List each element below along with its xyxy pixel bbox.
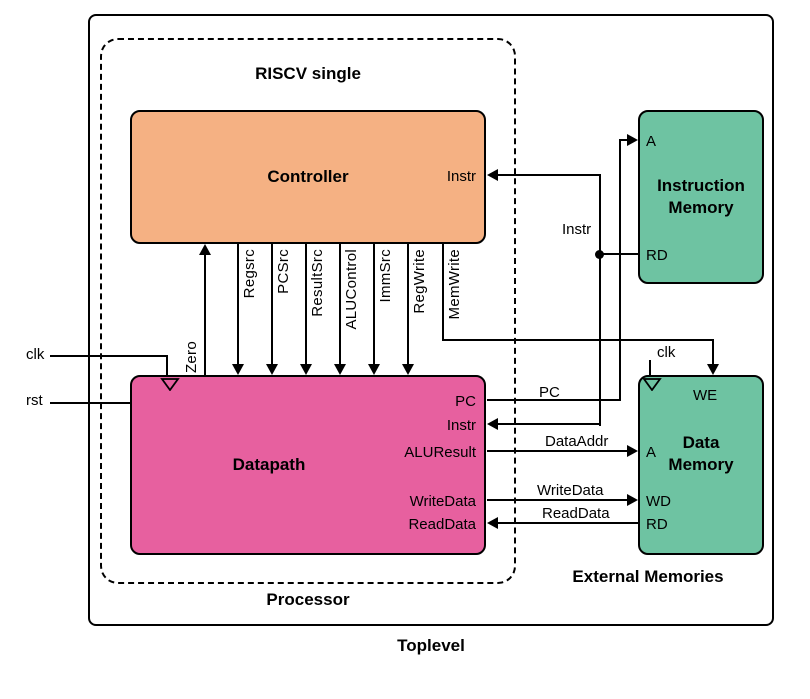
wire-immsrc — [373, 243, 375, 365]
wire-rst — [50, 402, 131, 404]
processor-boundary — [100, 38, 516, 584]
dmem-port-rd: RD — [646, 516, 668, 533]
datapath-port-readdata: ReadData — [408, 516, 476, 533]
wire-instr-v — [599, 174, 601, 426]
wire-pc-h2 — [621, 139, 629, 141]
data-memory-block: Data Memory WE A WD RD — [638, 375, 764, 555]
imem-port-a: A — [646, 133, 657, 150]
wire-clk-h — [50, 355, 167, 357]
processor-label: Processor — [266, 590, 350, 609]
toplevel-label: Toplevel — [397, 636, 465, 655]
arrowhead-regwrite — [402, 364, 414, 375]
arrowhead-writedata — [627, 494, 638, 506]
external-memories-label: External Memories — [572, 567, 724, 586]
clock-triangle-dmem-icon — [642, 378, 662, 391]
data-memory-title-line2: Memory — [668, 455, 734, 474]
datapath-port-writedata: WriteData — [409, 493, 476, 510]
signal-label-pcsrc: PCSrc — [275, 249, 292, 294]
data-memory-title: Data Memory — [640, 377, 762, 553]
wire-label-clk-dmem: clk — [657, 344, 676, 361]
wire-memwrite-v — [442, 243, 444, 341]
arrowhead-immsrc — [368, 364, 380, 375]
arrowhead-pc — [627, 134, 638, 146]
arrowhead-dataaddr — [627, 445, 638, 457]
wire-instr-to-controller — [498, 174, 601, 176]
wire-memwrite-v2 — [712, 341, 714, 365]
arrowhead-memwrite — [707, 364, 719, 375]
arrowhead-regsrc — [232, 364, 244, 375]
arrowhead-resultsrc — [300, 364, 312, 375]
signal-label-immsrc: ImmSrc — [377, 249, 394, 303]
signal-label-regwrite: RegWrite — [411, 249, 428, 314]
signal-label-resultsrc: ResultSrc — [309, 249, 326, 317]
toplevel-box — [88, 14, 774, 626]
datapath-title: Datapath — [232, 455, 306, 474]
wire-resultsrc — [305, 243, 307, 365]
wire-regsrc — [237, 243, 239, 365]
instruction-memory-block: Instruction Memory A RD — [638, 110, 764, 284]
wire-readdata — [498, 522, 638, 524]
instruction-memory-title: Instruction Memory — [640, 112, 762, 282]
wire-label-readdata: ReadData — [542, 505, 610, 522]
datapath-port-aluresult: ALUResult — [404, 444, 476, 461]
wire-label-pc: PC — [539, 384, 560, 401]
datapath-port-pc: PC — [455, 393, 476, 410]
wire-pcsrc — [271, 243, 273, 365]
junction-dot-instr — [595, 250, 604, 259]
signal-label-memwrite: MemWrite — [446, 249, 463, 320]
datapath-port-instr: Instr — [446, 417, 476, 434]
controller-block: Controller Instr — [130, 110, 486, 244]
wire-memwrite-h — [442, 339, 714, 341]
instruction-memory-title-line2: Memory — [668, 198, 734, 217]
arrowhead-instr-datapath — [487, 418, 498, 430]
wire-pc-h — [487, 399, 621, 401]
clock-triangle-datapath-icon — [160, 378, 180, 391]
wire-pc-v — [619, 139, 621, 401]
instruction-memory-title-line1: Instruction — [657, 176, 745, 195]
wire-instr-to-datapath — [498, 423, 601, 425]
data-memory-title-line1: Data — [682, 433, 720, 452]
wire-clk-v — [166, 355, 168, 377]
signal-label-alucontrol: ALUControl — [343, 249, 360, 330]
dmem-port-wd: WD — [646, 493, 671, 510]
controller-title: Controller — [267, 167, 349, 186]
signal-label-zero: Zero — [183, 340, 200, 373]
arrowhead-alucontrol — [334, 364, 346, 375]
controller-port-instr: Instr — [446, 168, 476, 185]
dmem-port-a: A — [646, 444, 657, 461]
wire-label-rst: rst — [26, 392, 43, 409]
wire-writedata — [487, 499, 627, 501]
wire-clk-dmem-stub — [649, 360, 651, 377]
wire-label-writedata: WriteData — [537, 482, 604, 499]
arrowhead-pcsrc — [266, 364, 278, 375]
wire-label-instr: Instr — [562, 221, 592, 238]
wire-label-dataaddr: DataAddr — [545, 433, 609, 450]
dmem-port-we: WE — [693, 387, 718, 404]
arrowhead-zero — [199, 244, 211, 255]
riscv-single-title: RISCV single — [255, 64, 361, 83]
arrowhead-instr-controller — [487, 169, 498, 181]
wire-dataaddr — [487, 450, 627, 452]
wire-regwrite — [407, 243, 409, 365]
wire-label-clk: clk — [26, 346, 45, 363]
signal-label-regsrc: Regsrc — [241, 249, 258, 299]
arrowhead-readdata — [487, 517, 498, 529]
wire-alucontrol — [339, 243, 341, 365]
datapath-block: Datapath PC Instr ALUResult WriteData Re… — [130, 375, 486, 555]
imem-port-rd: RD — [646, 247, 668, 264]
wire-zero — [204, 253, 206, 375]
